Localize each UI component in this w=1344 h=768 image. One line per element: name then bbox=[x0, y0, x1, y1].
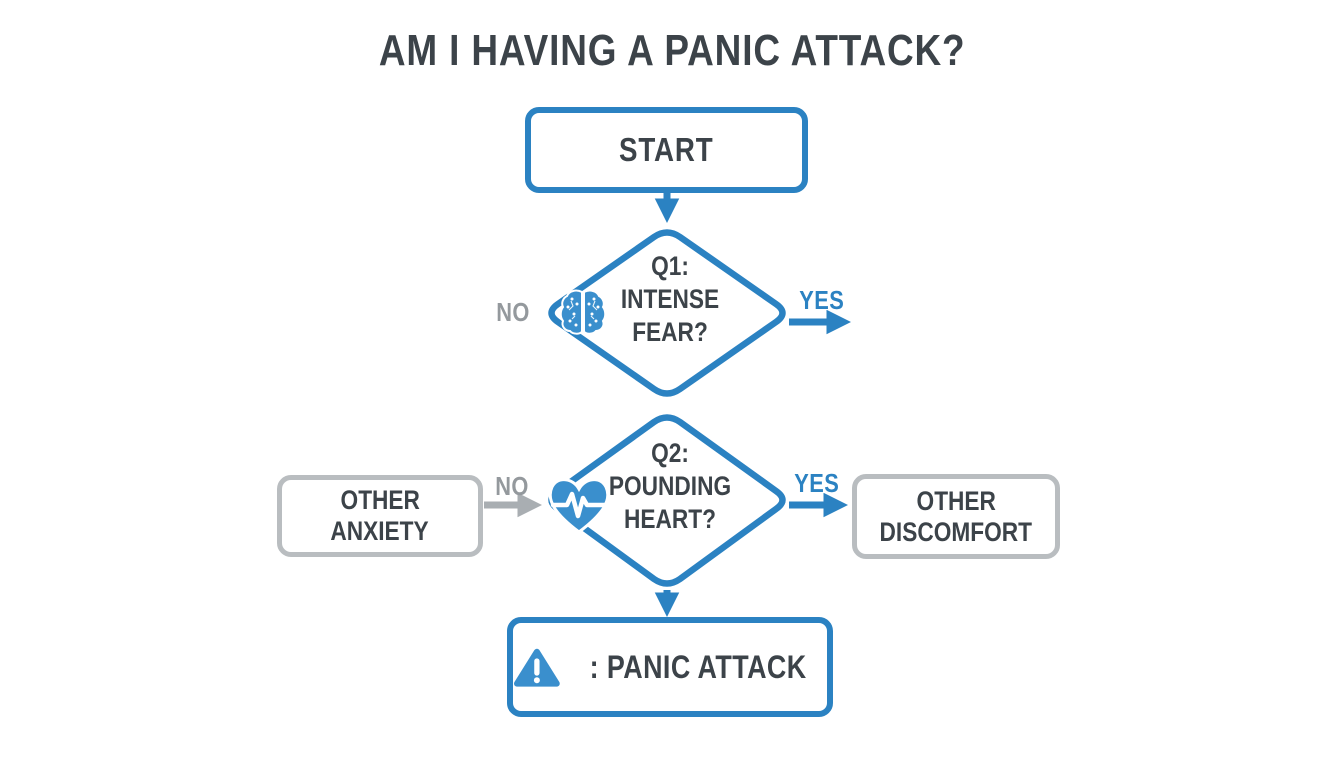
other-discomfort-line-1: OTHER bbox=[916, 485, 996, 516]
q2-no-label: NO bbox=[495, 471, 529, 501]
other-discomfort-node: OTHER DISCOMFORT bbox=[852, 474, 1060, 559]
q1-yes-label: YES bbox=[799, 285, 845, 315]
other-anxiety-line-1: OTHER bbox=[340, 485, 420, 515]
q1-line-3: FEAR? bbox=[632, 317, 708, 347]
q2-line-1: Q2: bbox=[651, 438, 689, 468]
q2-line-2: POUNDING bbox=[608, 471, 732, 501]
page-title: AM I HAVING A PANIC ATTACK? bbox=[0, 26, 1344, 76]
start-node: START bbox=[525, 107, 808, 193]
start-label: START bbox=[619, 131, 714, 168]
q1-node-label: Q1: INTENSE FEAR? bbox=[570, 250, 770, 349]
brain-icon bbox=[559, 289, 607, 335]
other-discomfort-line-2: DISCOMFORT bbox=[879, 516, 1033, 547]
other-anxiety-node: OTHER ANXIETY bbox=[277, 475, 483, 557]
q1-no-label: NO bbox=[496, 297, 530, 327]
q1-line-1: Q1: bbox=[651, 251, 689, 281]
heart-ekg-icon bbox=[548, 478, 610, 534]
panic-attack-node: : PANIC ATTACK bbox=[507, 617, 833, 717]
q2-yes-label: YES bbox=[794, 468, 840, 498]
q1-line-2: INTENSE bbox=[620, 284, 720, 314]
warning-triangle-icon bbox=[513, 648, 560, 687]
q2-line-3: HEART? bbox=[624, 504, 716, 534]
page-title-text: AM I HAVING A PANIC ATTACK? bbox=[378, 26, 966, 75]
q2-node-label: Q2: POUNDING HEART? bbox=[570, 437, 770, 536]
q2-diamond bbox=[548, 414, 786, 587]
panic-attack-label: : PANIC ATTACK bbox=[589, 648, 807, 685]
q1-diamond bbox=[548, 229, 786, 397]
other-anxiety-line-2: ANXIETY bbox=[330, 516, 430, 546]
